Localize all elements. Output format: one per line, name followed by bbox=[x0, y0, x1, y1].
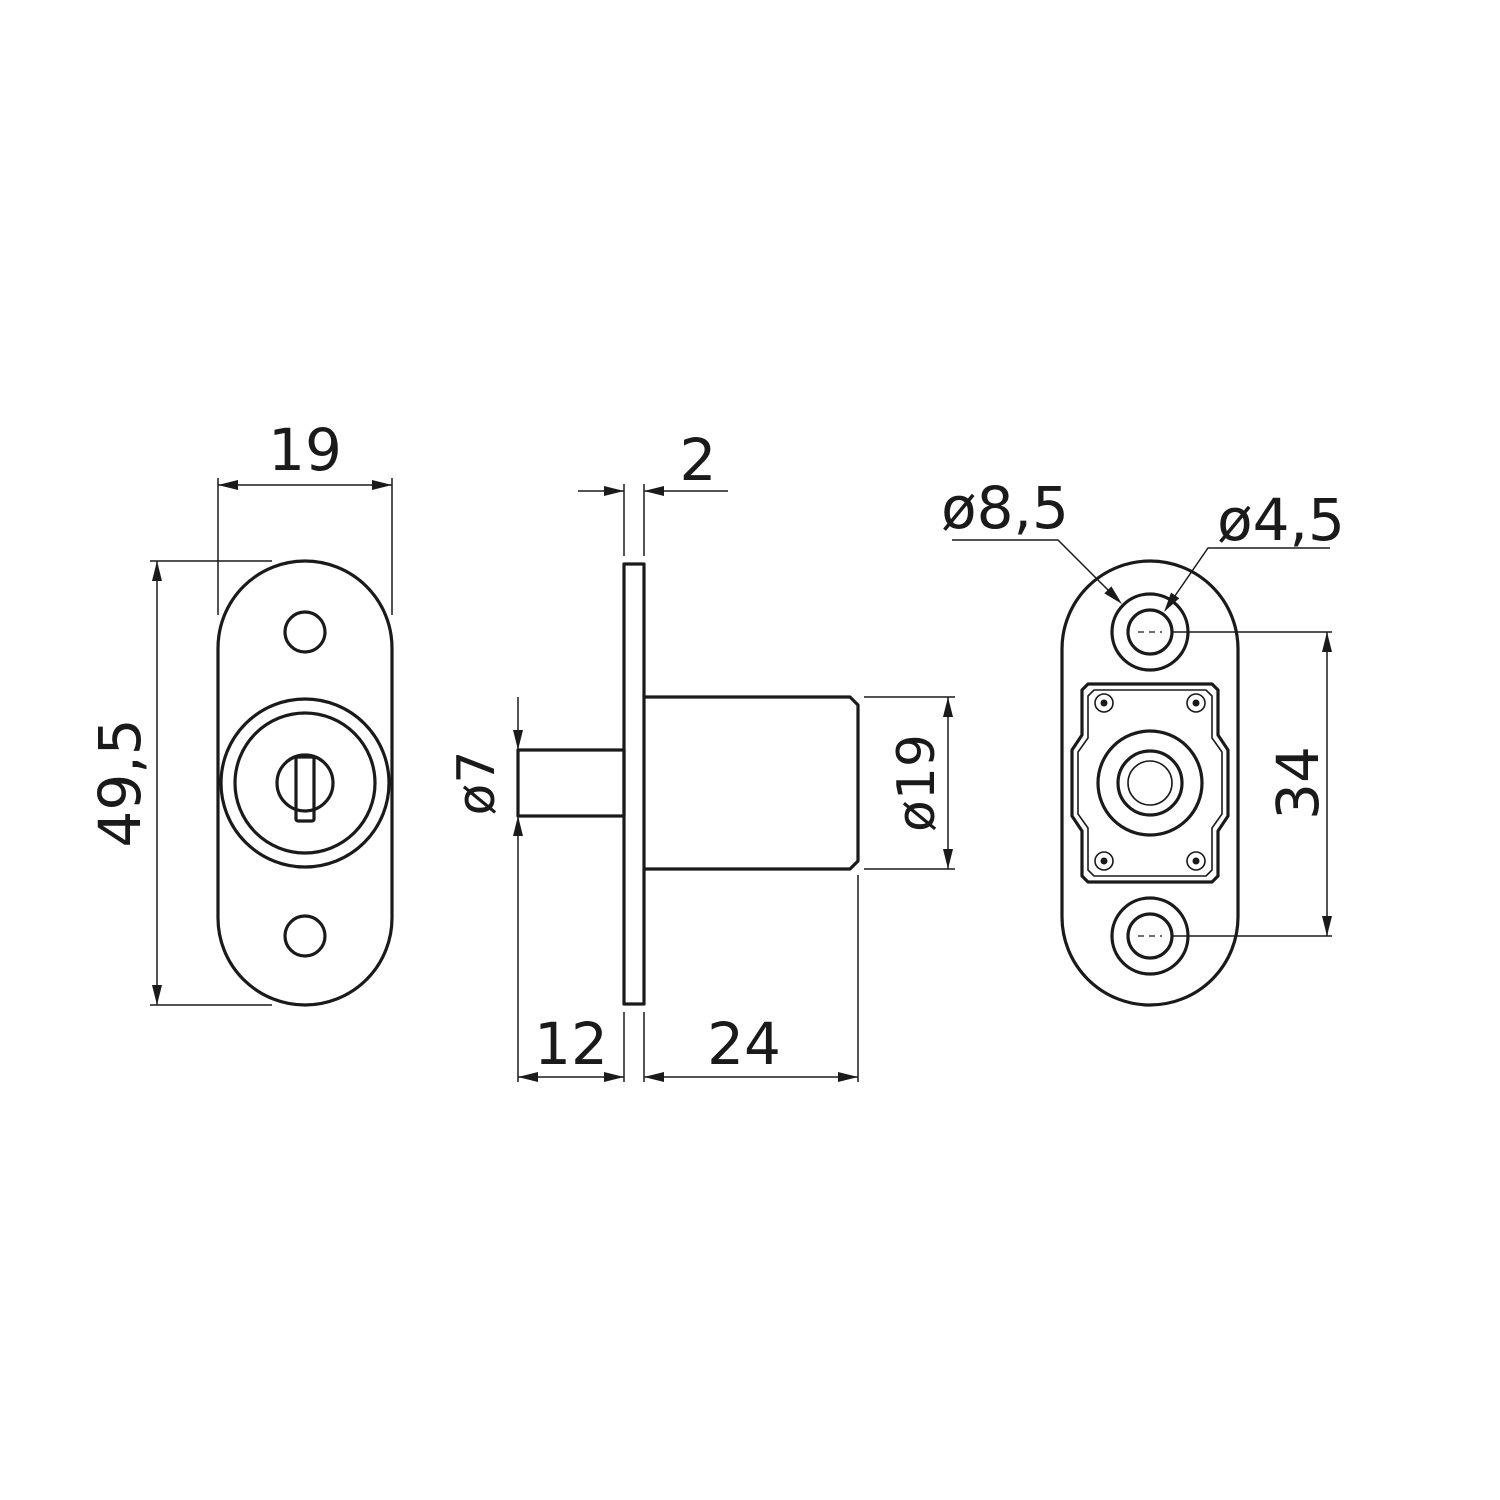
side-flange bbox=[622, 562, 646, 1006]
back-mechanism-housing bbox=[1070, 682, 1230, 884]
front-height-dimension: 49,5 bbox=[86, 560, 272, 1006]
side-cylinder-length-dimension: 24 bbox=[644, 1010, 858, 1082]
side-bolt-diameter-label: ø7 bbox=[447, 751, 507, 816]
front-cylinder-core bbox=[275, 753, 335, 813]
side-view: 2 ø7 ø19 12 bbox=[447, 426, 955, 1082]
side-flange-dimension: 2 bbox=[578, 426, 728, 556]
back-hole-leader: ø4,5 bbox=[1159, 486, 1345, 615]
back-screw-icons bbox=[1094, 693, 1206, 871]
side-cylinder-diameter-label: ø19 bbox=[887, 734, 947, 832]
back-hole-label: ø4,5 bbox=[1217, 486, 1345, 554]
side-cylinder-length-label: 24 bbox=[707, 1010, 781, 1078]
back-counterbore-leader: ø8,5 bbox=[941, 474, 1126, 608]
side-cylinder-body bbox=[642, 695, 860, 871]
back-plate-outline bbox=[1060, 559, 1240, 1007]
front-cylinder-inner bbox=[233, 711, 377, 855]
back-view: 34 ø8,5 ø4,5 bbox=[941, 474, 1345, 1007]
side-cylinder-diameter-dimension: ø19 bbox=[864, 696, 955, 870]
side-flange-label: 2 bbox=[680, 426, 717, 494]
front-view: 19 49,5 bbox=[86, 416, 394, 1007]
side-bolt-diameter-dimension: ø7 bbox=[447, 697, 523, 1082]
back-cam-outer bbox=[1096, 729, 1204, 837]
back-cam-mid bbox=[1116, 749, 1184, 817]
front-width-label: 19 bbox=[268, 416, 342, 484]
front-top-hole bbox=[283, 610, 327, 654]
front-keyway-icon bbox=[294, 755, 316, 823]
back-cam-inner bbox=[1127, 760, 1173, 806]
back-counterbore-label: ø8,5 bbox=[941, 474, 1069, 542]
front-height-label: 49,5 bbox=[86, 718, 154, 847]
back-hole-spacing-label: 34 bbox=[1264, 746, 1332, 820]
front-width-dimension: 19 bbox=[217, 416, 393, 615]
back-hole-spacing-dimension: 34 bbox=[1172, 631, 1332, 937]
front-bottom-hole bbox=[283, 914, 327, 958]
side-bolt bbox=[516, 748, 626, 818]
front-cylinder-outer bbox=[219, 697, 391, 869]
front-plate-outline bbox=[216, 559, 394, 1007]
side-bolt-length-label: 12 bbox=[534, 1010, 608, 1078]
side-bolt-length-dimension: 12 bbox=[518, 1010, 624, 1082]
